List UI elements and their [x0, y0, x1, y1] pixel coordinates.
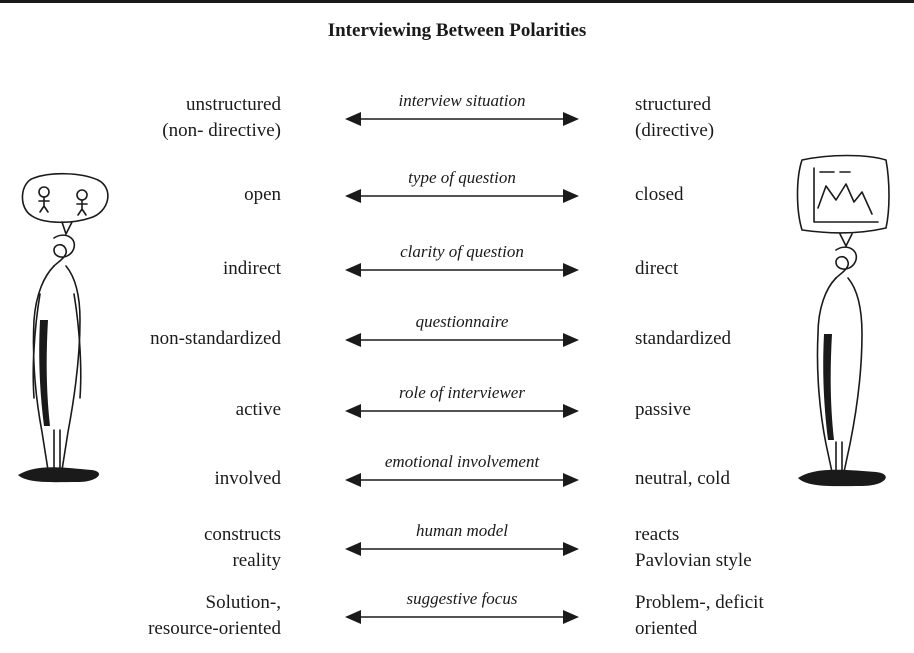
pole-left-5: involved	[51, 466, 282, 492]
pole-right-line: closed	[635, 184, 684, 205]
pole-left-line: reality	[232, 550, 281, 571]
pole-right-line: Problem-, deficit	[635, 592, 764, 613]
pole-left-2: indirect	[51, 256, 281, 282]
pole-right-4: passive	[635, 397, 895, 423]
person-thinking-of-chart-icon	[796, 154, 890, 487]
pole-right-5: neutral, cold	[635, 466, 895, 492]
pole-left-line: active	[235, 399, 281, 420]
dimension-label: role of interviewer	[399, 383, 525, 402]
top-rule	[0, 0, 914, 3]
double-headed-arrow	[345, 333, 579, 347]
pole-left-line: indirect	[222, 258, 281, 279]
pole-right-2: direct	[635, 256, 895, 282]
double-headed-arrow	[345, 610, 579, 624]
pole-right-1: closed	[635, 182, 895, 208]
person-thinking-of-people-icon	[18, 172, 109, 483]
dimension-label: interview situation	[398, 91, 526, 110]
dimension-label: questionnaire	[415, 312, 509, 331]
double-headed-arrow	[345, 263, 579, 277]
pole-right-line: Pavlovian style	[635, 550, 752, 571]
double-headed-arrow	[345, 404, 579, 418]
pole-left-0: unstructured (non- directive)	[51, 92, 281, 144]
pole-right-line: direct	[635, 258, 679, 279]
pole-left-line: constructs	[203, 524, 281, 545]
diagram-title: Interviewing Between Polarities	[327, 20, 587, 41]
pole-right-line: neutral, cold	[635, 468, 730, 489]
dimension-label: human model	[415, 521, 509, 540]
dimension-label: suggestive focus	[406, 589, 518, 608]
pole-right-0: structured (directive)	[635, 92, 895, 144]
dimension-label: clarity of question	[400, 242, 524, 261]
pole-right-line: structured	[635, 94, 711, 115]
pole-right-line: reacts	[635, 524, 680, 545]
pole-right-line: standardized	[635, 328, 732, 349]
pole-left-line: open	[244, 184, 281, 205]
pole-left-7: Solution-, resource-oriented	[51, 590, 281, 642]
dimension-label: type of question	[408, 168, 516, 187]
pole-left-line: resource-oriented	[148, 618, 281, 639]
pole-left-3: non-standardized	[51, 326, 281, 352]
double-headed-arrow	[345, 542, 579, 556]
pole-left-line: Solution-,	[205, 592, 281, 613]
pole-left-line: unstructured	[186, 94, 281, 115]
pole-left-6: constructs reality	[51, 522, 281, 574]
pole-right-line: (directive)	[635, 120, 715, 141]
pole-right-line: oriented	[635, 618, 698, 639]
double-headed-arrow	[345, 112, 579, 126]
pole-right-line: passive	[635, 399, 691, 420]
pole-left-4: active	[51, 397, 281, 423]
pole-right-3: standardized	[635, 326, 895, 352]
double-headed-arrow	[345, 189, 579, 203]
pole-right-7: Problem-, deficit oriented	[635, 590, 895, 642]
pole-left-1: open	[51, 182, 281, 208]
pole-left-line: involved	[214, 468, 282, 489]
pole-left-line: (non- directive)	[162, 120, 281, 141]
dimension-label: emotional involvement	[384, 452, 540, 471]
pole-left-line: non-standardized	[150, 328, 281, 349]
double-headed-arrow	[345, 473, 579, 487]
